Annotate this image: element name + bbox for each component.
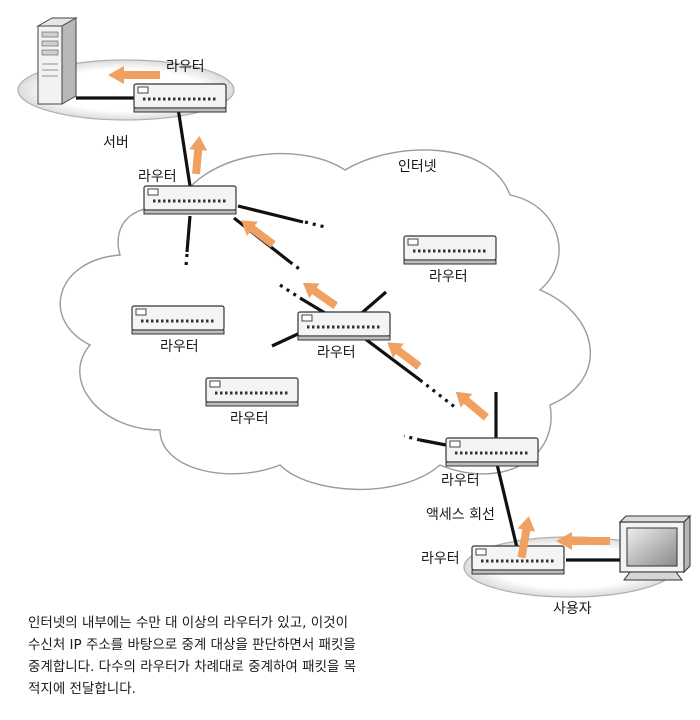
link-center-left xyxy=(271,331,301,348)
link-center-down-right xyxy=(363,336,421,382)
router-label-cloud-right: 라우터 xyxy=(429,269,468,285)
arrow-router-a-up xyxy=(189,136,208,175)
caption-line-4: 적지에 전달합니다. xyxy=(28,681,136,697)
caption-line-2: 수신처 IP 주소를 바탕으로 중계 대상을 판단하면서 패킷을 xyxy=(28,637,356,653)
router-label-cloud-left: 라우터 xyxy=(160,339,199,355)
server-label: 서버 xyxy=(103,135,129,151)
router-label-server-side: 라우터 xyxy=(166,59,205,75)
arrow-to-center-lower xyxy=(387,342,422,370)
arrow-router-b-up-left xyxy=(455,391,489,421)
router-label-b: 라우터 xyxy=(441,473,480,489)
arrow-to-server xyxy=(108,66,160,84)
router-center xyxy=(296,310,392,342)
router-label-center: 라우터 xyxy=(317,345,356,361)
arrow-user-to-router xyxy=(556,532,610,550)
link-router-b-left xyxy=(419,438,447,447)
user-label: 사용자 xyxy=(553,601,592,617)
router-server-side xyxy=(132,82,228,114)
router-a xyxy=(142,184,238,216)
link-router-a-right-stub xyxy=(237,204,304,224)
router-cloud-bottom xyxy=(204,376,300,408)
arrow-access-up xyxy=(517,516,536,559)
caption: 인터넷의 내부에는 수만 대 이상의 라우터가 있고, 이것이 수신처 IP 주… xyxy=(28,612,468,700)
router-b xyxy=(444,436,540,468)
server-icon xyxy=(36,17,78,105)
caption-line-3: 중계합니다. 다수의 라우터가 차례대로 중계하여 패킷을 목 xyxy=(28,659,357,675)
link-router-a-down-stub xyxy=(185,215,192,253)
router-label-a: 라우터 xyxy=(138,169,177,185)
router-label-user-side: 라우터 xyxy=(421,551,460,567)
link-server-router-to-router-a xyxy=(176,107,192,187)
arrow-center-up-left xyxy=(302,282,338,310)
link-access-line xyxy=(494,459,520,553)
arrow-to-router-a xyxy=(241,220,276,248)
user-computer-icon xyxy=(618,514,692,581)
access-line-label: 액세스 회선 xyxy=(426,507,495,523)
router-user-side xyxy=(470,544,566,576)
router-label-cloud-bottom: 라우터 xyxy=(230,411,269,427)
router-cloud-left xyxy=(130,304,226,336)
router-cloud-right xyxy=(402,234,498,266)
internet-label: 인터넷 xyxy=(398,159,437,175)
caption-line-1: 인터넷의 내부에는 수만 대 이상의 라우터가 있고, 이것이 xyxy=(28,615,348,631)
